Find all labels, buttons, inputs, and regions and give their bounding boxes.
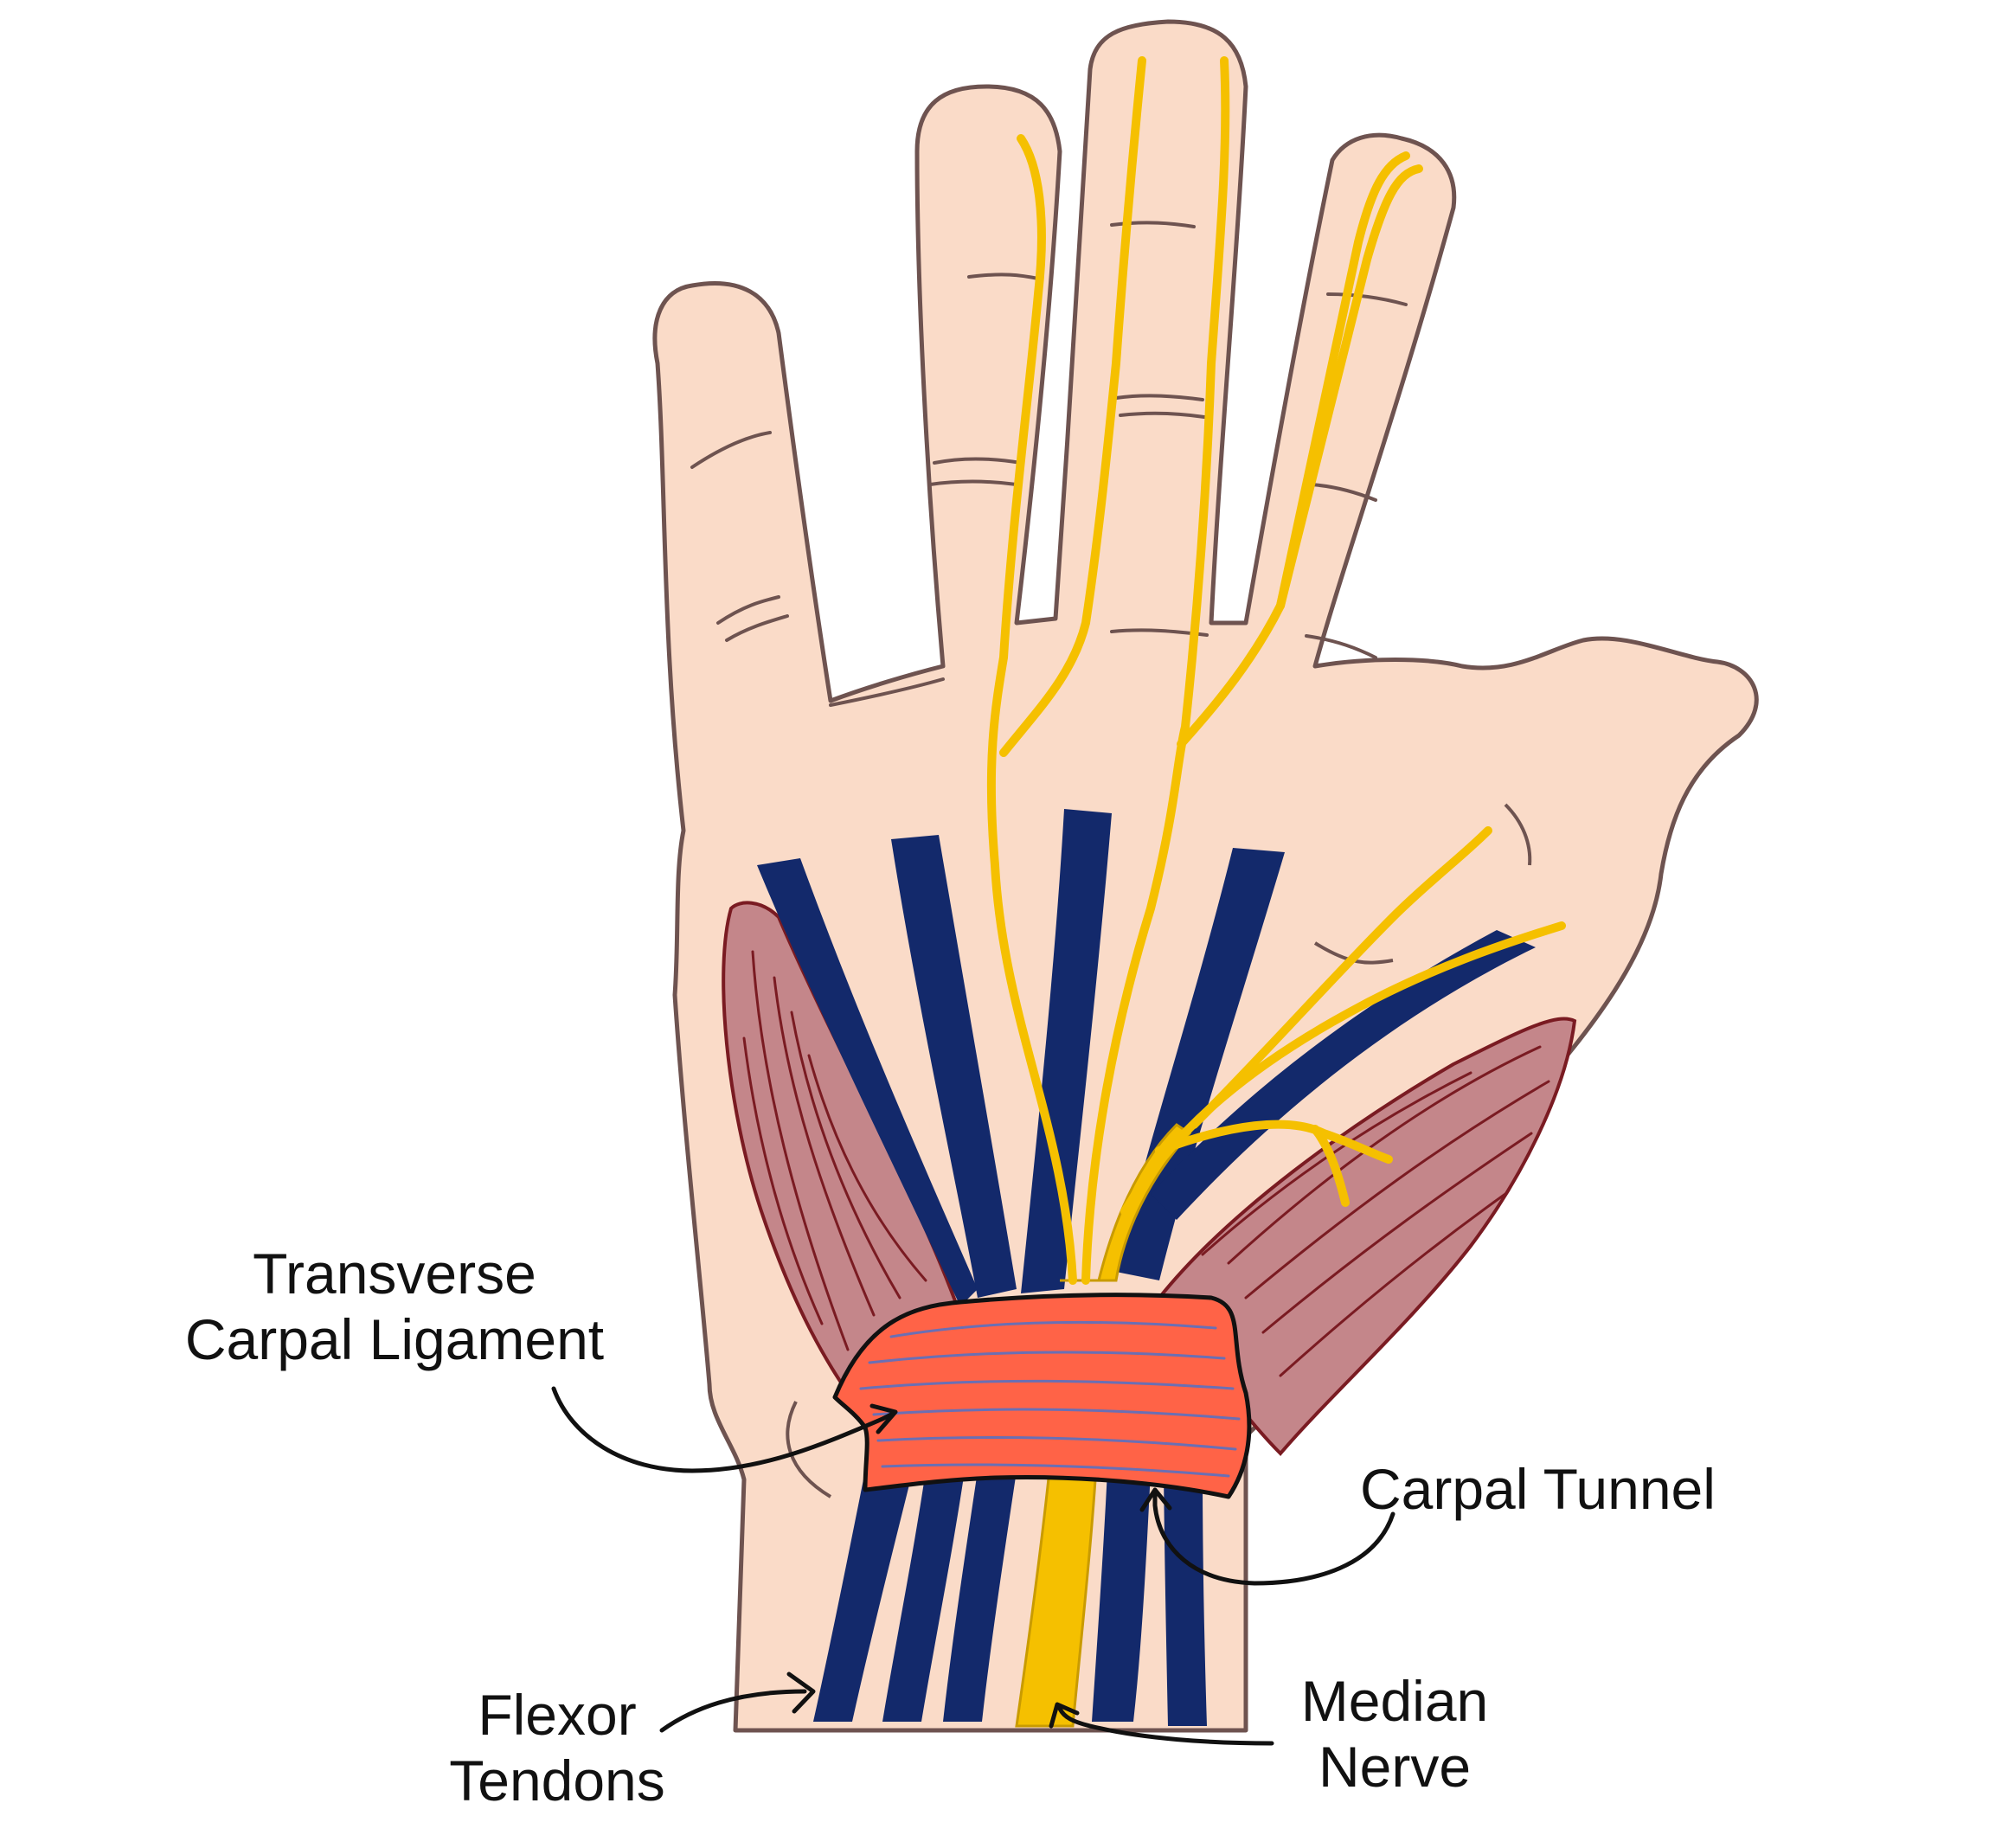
tendon-w3 <box>943 1471 1017 1722</box>
median-nerve <box>986 56 1566 1728</box>
thenar-muscle <box>722 901 963 1396</box>
finger-creases <box>690 221 1408 707</box>
tendon-5 <box>1151 930 1536 1220</box>
arrowhead-median <box>1049 1702 1080 1729</box>
tendon-2 <box>891 835 1017 1298</box>
nerve-branches <box>986 56 1566 1285</box>
label-flexor-line2: Tendons <box>449 1749 665 1813</box>
label-median-nerve: Median Nerve <box>1301 1668 1488 1800</box>
label-transverse-carpal-ligament: Transverse Carpal Ligament <box>185 1241 604 1372</box>
label-flexor-line1: Flexor <box>478 1683 637 1747</box>
tendon-w1 <box>813 1471 913 1722</box>
transverse-carpal-ligament <box>832 1293 1252 1499</box>
tendons-lower <box>813 1471 1207 1726</box>
arrowhead-transverse <box>869 1403 898 1434</box>
thumb-crease <box>1504 803 1532 866</box>
label-flexor-tendons: Flexor Tendons <box>449 1682 665 1813</box>
palm-crease <box>1313 941 1394 965</box>
muscle-right <box>1157 1017 1577 1456</box>
arrow-flexor <box>659 1689 807 1733</box>
arrow-carpal-tunnel <box>1152 1490 1396 1586</box>
label-median-line2: Nerve <box>1318 1735 1472 1799</box>
tendon-3 <box>1021 809 1112 1293</box>
arrows <box>551 1386 1396 1746</box>
label-carpal-tunnel: Carpal Tunnel <box>1360 1457 1716 1521</box>
hypothenar-muscle <box>1157 1017 1577 1456</box>
arrowhead-flexor <box>786 1672 816 1714</box>
arrow-transverse <box>551 1386 894 1473</box>
nerve-trunk <box>1015 1452 1099 1728</box>
tendon-w4 <box>1092 1471 1151 1722</box>
tendon-1 <box>757 858 978 1306</box>
tendon-w5 <box>1164 1471 1207 1726</box>
tendon-w2 <box>882 1471 965 1722</box>
label-transverse-line2: Carpal Ligament <box>184 1307 605 1371</box>
arrowhead-carpal-tunnel <box>1139 1487 1172 1512</box>
arrow-median <box>1057 1706 1274 1746</box>
label-transverse-line1: Transverse <box>253 1242 536 1306</box>
label-median-line1: Median <box>1300 1669 1489 1733</box>
ligament-band <box>832 1293 1252 1499</box>
